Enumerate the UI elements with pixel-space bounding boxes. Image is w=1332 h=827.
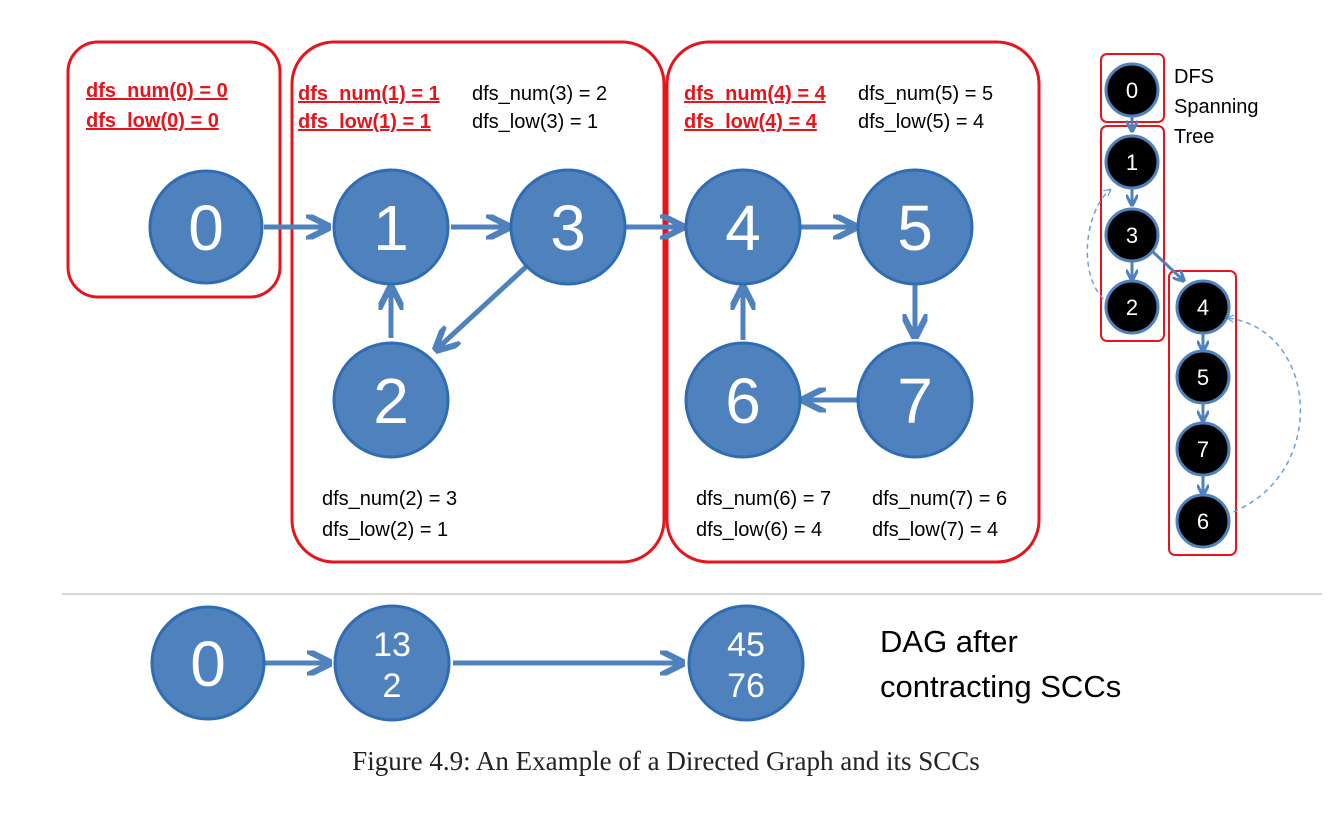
node-4-label: 4 <box>725 192 761 264</box>
tree-edges <box>1132 116 1203 494</box>
scc-box-0 <box>66 40 282 299</box>
figure-caption: Figure 4.9: An Example of a Directed Gra… <box>352 746 980 776</box>
node-2: 2 <box>332 341 450 459</box>
label-n6-num: dfs_num(6) = 7 <box>696 488 831 510</box>
label-n6-low: dfs_low(6) = 4 <box>696 519 822 541</box>
tree-node-3: 3 <box>1104 207 1160 263</box>
label-n0-low: dfs_low(0) = 0 <box>86 110 219 132</box>
tree-node-2: 2 <box>1104 279 1160 335</box>
node-1-label: 1 <box>373 192 409 264</box>
tree-node-7-label: 7 <box>1197 437 1209 462</box>
label-n1-low: dfs_low(1) = 1 <box>298 111 431 133</box>
dag-node-4576-line2: 76 <box>727 667 765 705</box>
node-0-label: 0 <box>188 192 224 264</box>
node-0: 0 <box>148 169 264 285</box>
scc-box-4-5-6-7 <box>665 40 1041 564</box>
dag-title-line1: DAG after <box>880 624 1018 659</box>
tree-node-5-label: 5 <box>1197 365 1209 390</box>
tree-scc-box-4-5-7-6 <box>1168 270 1237 556</box>
tree-node-4: 4 <box>1175 279 1231 335</box>
tree-node-7: 7 <box>1175 421 1231 477</box>
tree-node-1: 1 <box>1104 134 1160 190</box>
edge-3-2 <box>438 263 530 348</box>
node-6-label: 6 <box>725 365 761 437</box>
dag-node-132-line2: 2 <box>383 667 402 705</box>
dag-node-0: 0 <box>150 605 266 721</box>
label-n4-num: dfs_num(4) = 4 <box>684 83 827 105</box>
tree-node-6: 6 <box>1175 493 1231 549</box>
node-3-label: 3 <box>550 192 586 264</box>
tree-back-edge-2-1 <box>1086 190 1110 306</box>
label-n0-num: dfs_num(0) = 0 <box>86 80 228 102</box>
label-n5-low: dfs_low(5) = 4 <box>858 111 984 133</box>
tree-node-4-label: 4 <box>1197 295 1209 320</box>
node-7: 7 <box>856 341 974 459</box>
tree-node-2-label: 2 <box>1126 295 1138 320</box>
dag-node-0-label: 0 <box>190 628 226 700</box>
tree-title-line2: Spanning <box>1174 96 1259 118</box>
label-n2-low: dfs_low(2) = 1 <box>322 519 448 541</box>
tree-title-line3: Tree <box>1174 126 1214 148</box>
node-5-label: 5 <box>897 192 933 264</box>
tree-node-0: 0 <box>1104 62 1160 118</box>
main-edges <box>264 227 915 400</box>
dag-node-132-line1: 13 <box>373 626 411 664</box>
label-n2-num: dfs_num(2) = 3 <box>322 488 457 510</box>
label-n3-num: dfs_num(3) = 2 <box>472 83 607 105</box>
tree-back-edge-6-4 <box>1224 318 1302 516</box>
scc-box-1-3-2 <box>290 40 666 564</box>
dag-title-line2: contracting SCCs <box>880 669 1121 704</box>
node-4: 4 <box>684 168 802 286</box>
dag-node-4576-line1: 45 <box>727 626 765 664</box>
tree-node-1-label: 1 <box>1126 150 1138 175</box>
dag-node-132: 13 2 <box>333 604 451 722</box>
node-2-label: 2 <box>373 365 409 437</box>
label-n4-low: dfs_low(4) = 4 <box>684 111 818 133</box>
node-5: 5 <box>856 168 974 286</box>
label-n1-num: dfs_num(1) = 1 <box>298 83 440 105</box>
label-n5-num: dfs_num(5) = 5 <box>858 83 993 105</box>
tree-title-line1: DFS <box>1174 66 1214 88</box>
label-n7-num: dfs_num(7) = 6 <box>872 488 1007 510</box>
node-1: 1 <box>332 168 450 286</box>
label-n3-low: dfs_low(3) = 1 <box>472 111 598 133</box>
tree-node-5: 5 <box>1175 349 1231 405</box>
label-n7-low: dfs_low(7) = 4 <box>872 519 998 541</box>
tree-node-6-label: 6 <box>1197 509 1209 534</box>
node-3: 3 <box>509 168 627 286</box>
node-7-label: 7 <box>897 365 933 437</box>
tree-node-3-label: 3 <box>1126 223 1138 248</box>
tree-node-0-label: 0 <box>1126 78 1138 103</box>
node-6: 6 <box>684 341 802 459</box>
tree-edge-3-4 <box>1151 250 1183 280</box>
dag-node-4576: 45 76 <box>687 604 805 722</box>
